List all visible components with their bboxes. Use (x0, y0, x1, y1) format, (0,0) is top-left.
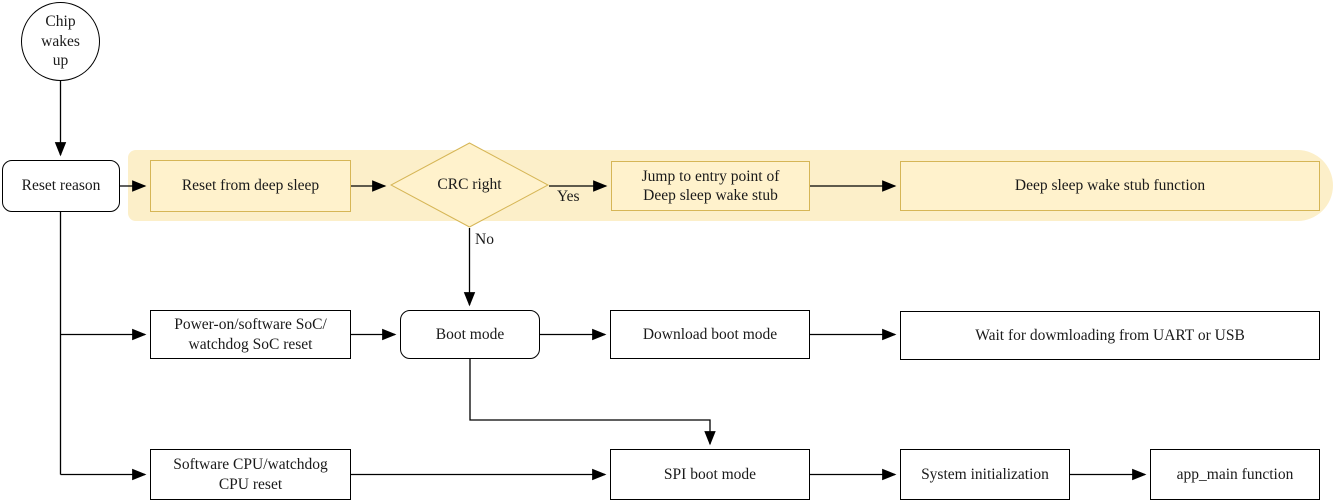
node-reset-reason: Reset reason (2, 160, 120, 212)
node-reset-from-deep-sleep: Reset from deep sleep (150, 160, 351, 212)
crc-diamond-shape (390, 142, 549, 228)
node-crc-right: CRC right (390, 142, 549, 228)
edge-label-no: No (475, 231, 494, 248)
node-jump-to-entry-point: Jump to entry point of Deep sleep wake s… (611, 161, 810, 211)
node-download-boot-mode: Download boot mode (610, 310, 810, 359)
node-chip-wakes-up: Chip wakes up (21, 2, 100, 81)
edge-label-yes: Yes (557, 188, 580, 205)
node-app-main-function: app_main function (1150, 449, 1320, 500)
node-crc-right-label: CRC right (437, 176, 502, 193)
node-software-cpu-reset: Software CPU/watchdog CPU reset (150, 449, 351, 500)
node-power-on-soc-reset: Power-on/software SoC/ watchdog SoC rese… (150, 310, 351, 359)
node-wait-for-downloading: Wait for dowmloading from UART or USB (900, 311, 1320, 360)
edge-boot-mode-to-spi (469, 359, 716, 446)
node-boot-mode: Boot mode (400, 310, 540, 359)
node-system-initialization: System initialization (900, 449, 1070, 500)
node-deep-sleep-wake-stub-function: Deep sleep wake stub function (900, 161, 1320, 211)
node-spi-boot-mode: SPI boot mode (610, 449, 810, 500)
